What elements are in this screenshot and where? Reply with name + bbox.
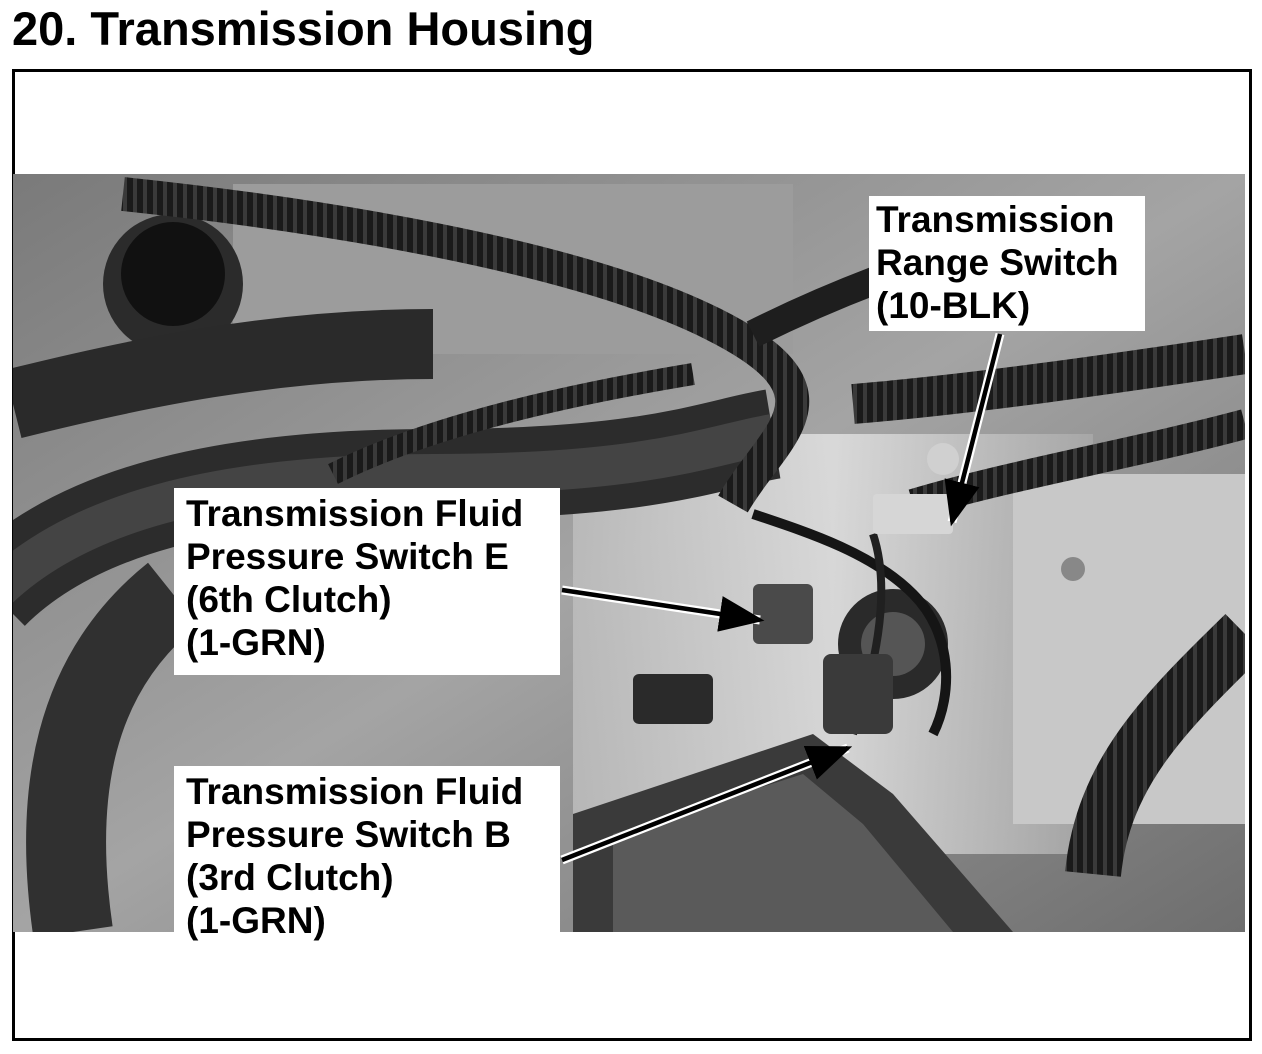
- page-title: 20. Transmission Housing: [12, 2, 595, 55]
- callout-line: Range Switch: [876, 242, 1119, 283]
- callout-line: Transmission Fluid: [186, 771, 524, 812]
- callout-line: Pressure Switch E: [186, 536, 509, 577]
- callout-line: (10-BLK): [876, 285, 1031, 326]
- callout-line: (6th Clutch): [186, 579, 392, 620]
- callout-transmission-range-switch: Transmission Range Switch (10-BLK): [869, 196, 1145, 331]
- callout-line: (1-GRN): [186, 900, 326, 941]
- callout-line: Transmission: [876, 199, 1115, 240]
- callout-pressure-switch-b: Transmission Fluid Pressure Switch B (3r…: [174, 766, 560, 941]
- callout-line: Pressure Switch B: [186, 814, 511, 855]
- callout-line: (3rd Clutch): [186, 857, 394, 898]
- callout-pressure-switch-e: Transmission Fluid Pressure Switch E (6t…: [174, 488, 560, 675]
- callout-line: (1-GRN): [186, 622, 326, 663]
- callout-line: Transmission Fluid: [186, 493, 524, 534]
